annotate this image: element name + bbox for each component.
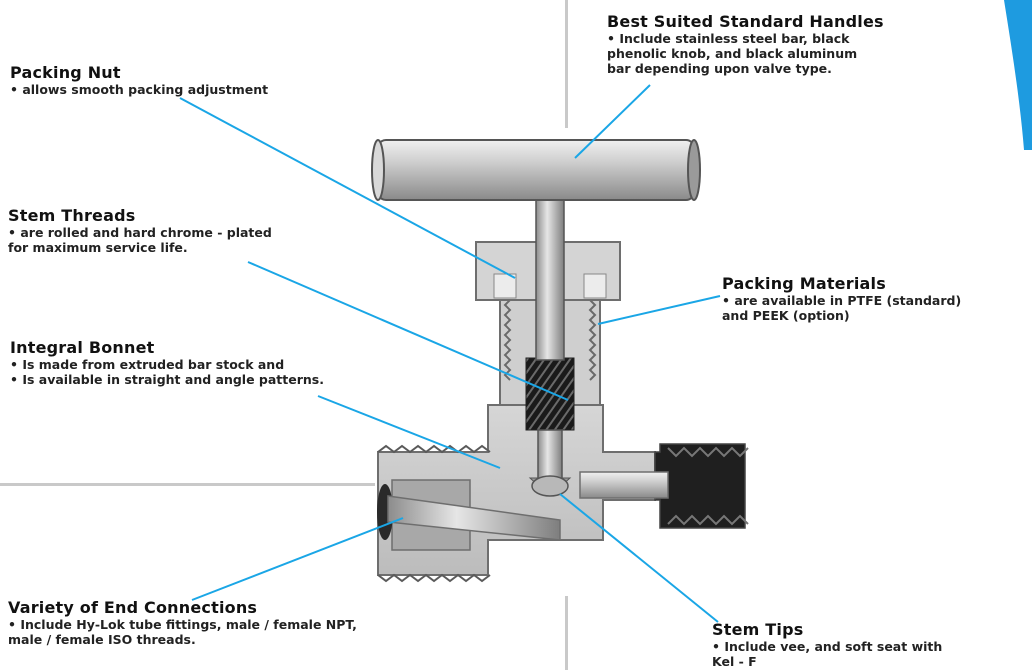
callout-title: Stem Tips — [712, 620, 804, 639]
leader-handles — [574, 84, 651, 159]
callout-text: • allows smooth packing adjustment — [10, 82, 269, 97]
leader-packing-nut — [179, 97, 516, 279]
callout-stem-threads: Stem Threads • are rolled and hard chrom… — [8, 206, 272, 255]
callout-text: • Include Hy-Lok tube fittings, male / f… — [8, 617, 357, 647]
callout-text: • are available in PTFE (standard) and P… — [722, 293, 962, 323]
callout-handles: Best Suited Standard Handles • Include s… — [607, 12, 884, 76]
corner-accent — [1004, 0, 1032, 150]
callout-title: Packing Nut — [10, 63, 121, 82]
callout-packing-nut: Packing Nut • allows smooth packing adju… — [10, 63, 268, 97]
callout-text: • Include stainless steel bar, black phe… — [607, 31, 858, 76]
callout-text: • are rolled and hard chrome - plated fo… — [8, 225, 272, 255]
divider-vertical-bottom — [565, 596, 568, 670]
callout-integral-bonnet: Integral Bonnet • Is made from extruded … — [10, 338, 324, 387]
divider-horizontal-left — [0, 483, 375, 486]
callout-packing-materials: Packing Materials • are available in PTF… — [722, 274, 961, 323]
callout-text: • Is made from extruded bar stock and • … — [10, 357, 324, 387]
callout-end-connections: Variety of End Connections • Include Hy-… — [8, 598, 357, 647]
callout-title: Packing Materials — [722, 274, 886, 293]
callout-title: Variety of End Connections — [8, 598, 258, 617]
leader-integral-bonnet — [317, 395, 501, 469]
stem — [528, 199, 572, 497]
callout-stem-tips: Stem Tips • Include vee, and soft seat w… — [712, 620, 942, 669]
callout-title: Stem Threads — [8, 206, 136, 225]
valve-body — [377, 404, 749, 583]
leader-stem-threads — [247, 261, 569, 401]
leader-packing-materials — [597, 295, 721, 325]
leader-end-connections — [191, 517, 404, 601]
callout-text: • Include vee, and soft seat with Kel - … — [712, 639, 943, 669]
divider-vertical-top — [565, 0, 568, 128]
callout-title: Integral Bonnet — [10, 338, 155, 357]
leader-stem-tips — [559, 493, 719, 623]
stem-threads — [525, 357, 575, 431]
leader-lines — [179, 84, 721, 623]
callout-title: Best Suited Standard Handles — [607, 12, 884, 31]
handle — [371, 139, 701, 201]
